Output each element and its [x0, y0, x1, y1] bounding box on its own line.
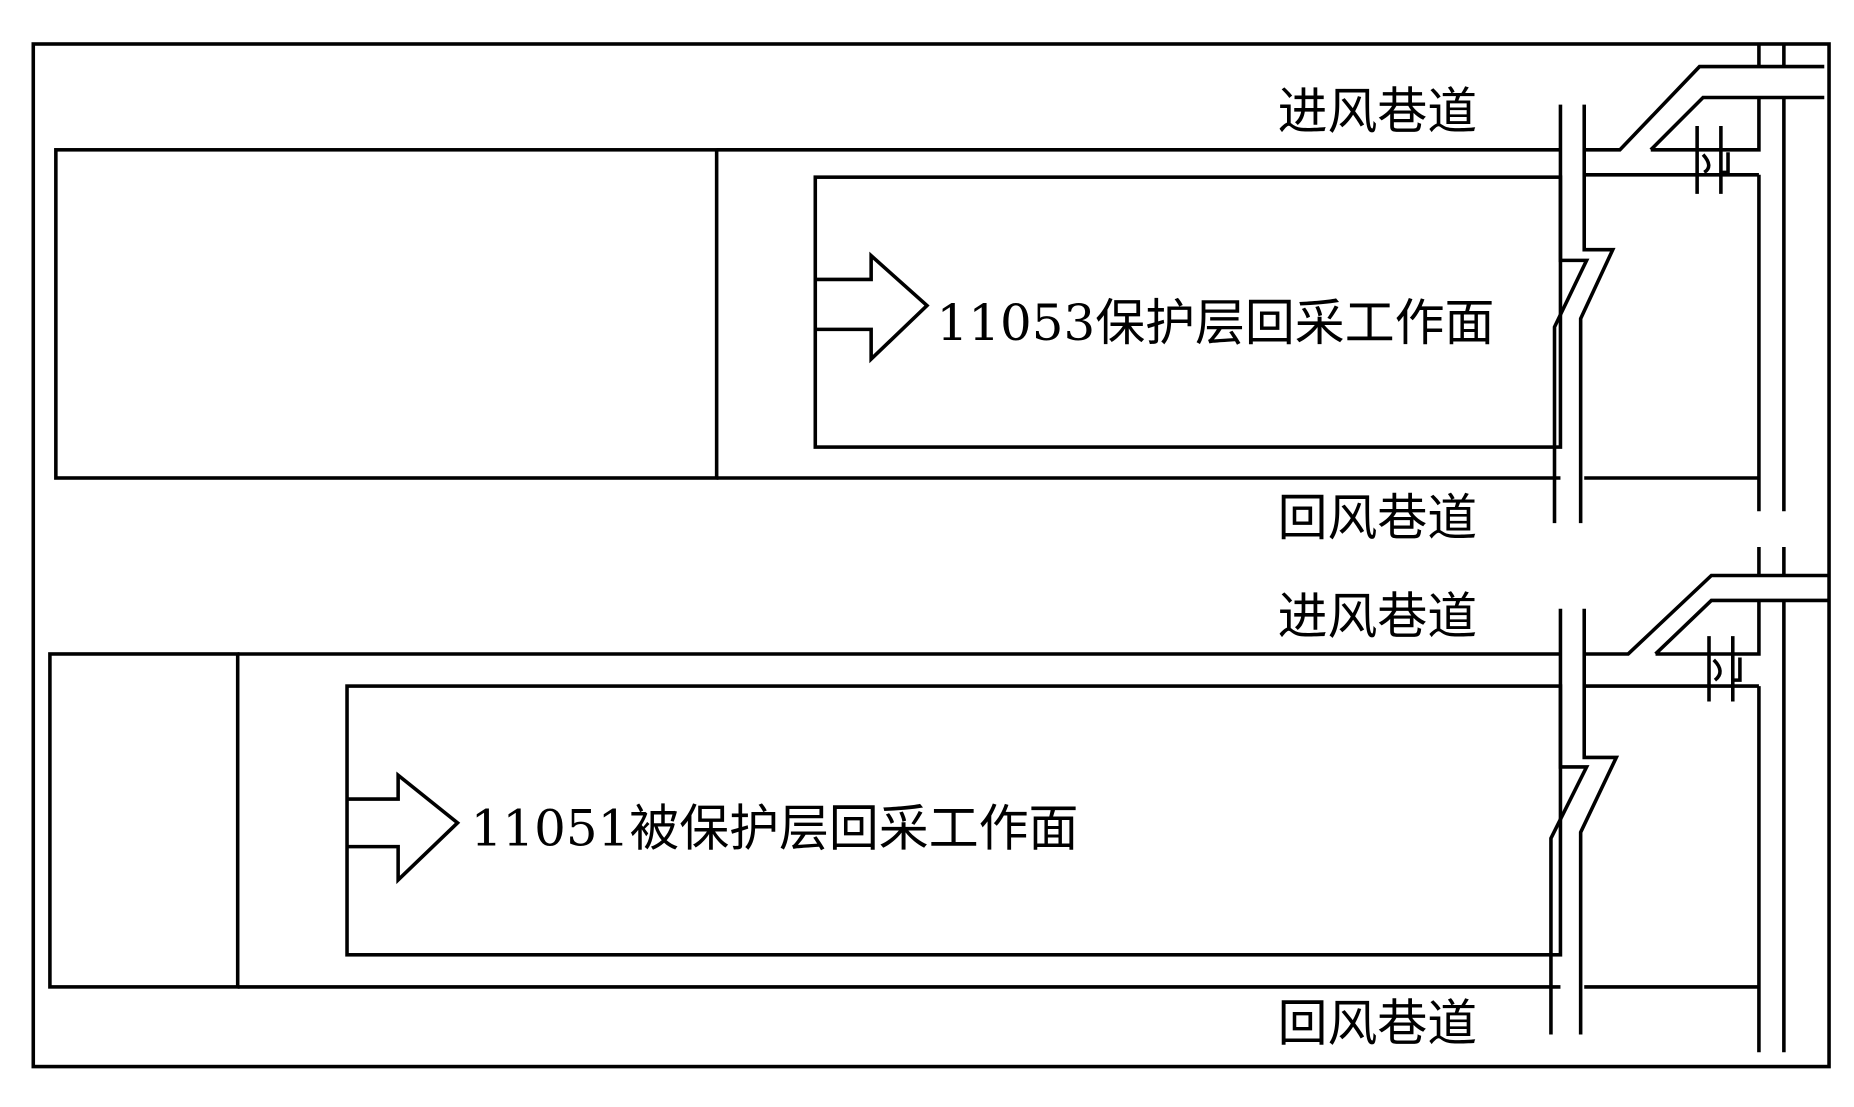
advance-arrow-lower-icon — [347, 771, 461, 885]
air-door-lower-icon — [1707, 636, 1742, 702]
gob-area-upper — [54, 148, 719, 480]
gob-area-lower — [48, 652, 240, 989]
intake-roadway-upper — [716, 43, 1825, 512]
intake-roadway-lower — [237, 546, 1831, 1053]
shaft-break-upper — [1552, 104, 1616, 524]
intake-label-upper: 进风巷道 — [1278, 82, 1478, 140]
advance-arrow-upper-icon — [815, 251, 930, 364]
air-door-upper-icon — [1695, 126, 1730, 194]
outer-border — [31, 42, 1831, 1069]
lower-panel: 进风巷道 回风巷道 11051被保护层回采工作面 — [48, 546, 1831, 1053]
face-label-lower: 11051被保护层回采工作面 — [471, 799, 1079, 857]
face-label-upper: 11053保护层回采工作面 — [937, 294, 1495, 352]
intake-label-lower: 进风巷道 — [1278, 588, 1478, 646]
shaft-break-lower — [1549, 608, 1620, 1035]
return-label-upper: 回风巷道 — [1278, 489, 1478, 547]
return-label-lower: 回风巷道 — [1278, 994, 1478, 1052]
upper-panel: 进风巷道 回风巷道 11053保护层回采工作面 — [54, 43, 1825, 547]
